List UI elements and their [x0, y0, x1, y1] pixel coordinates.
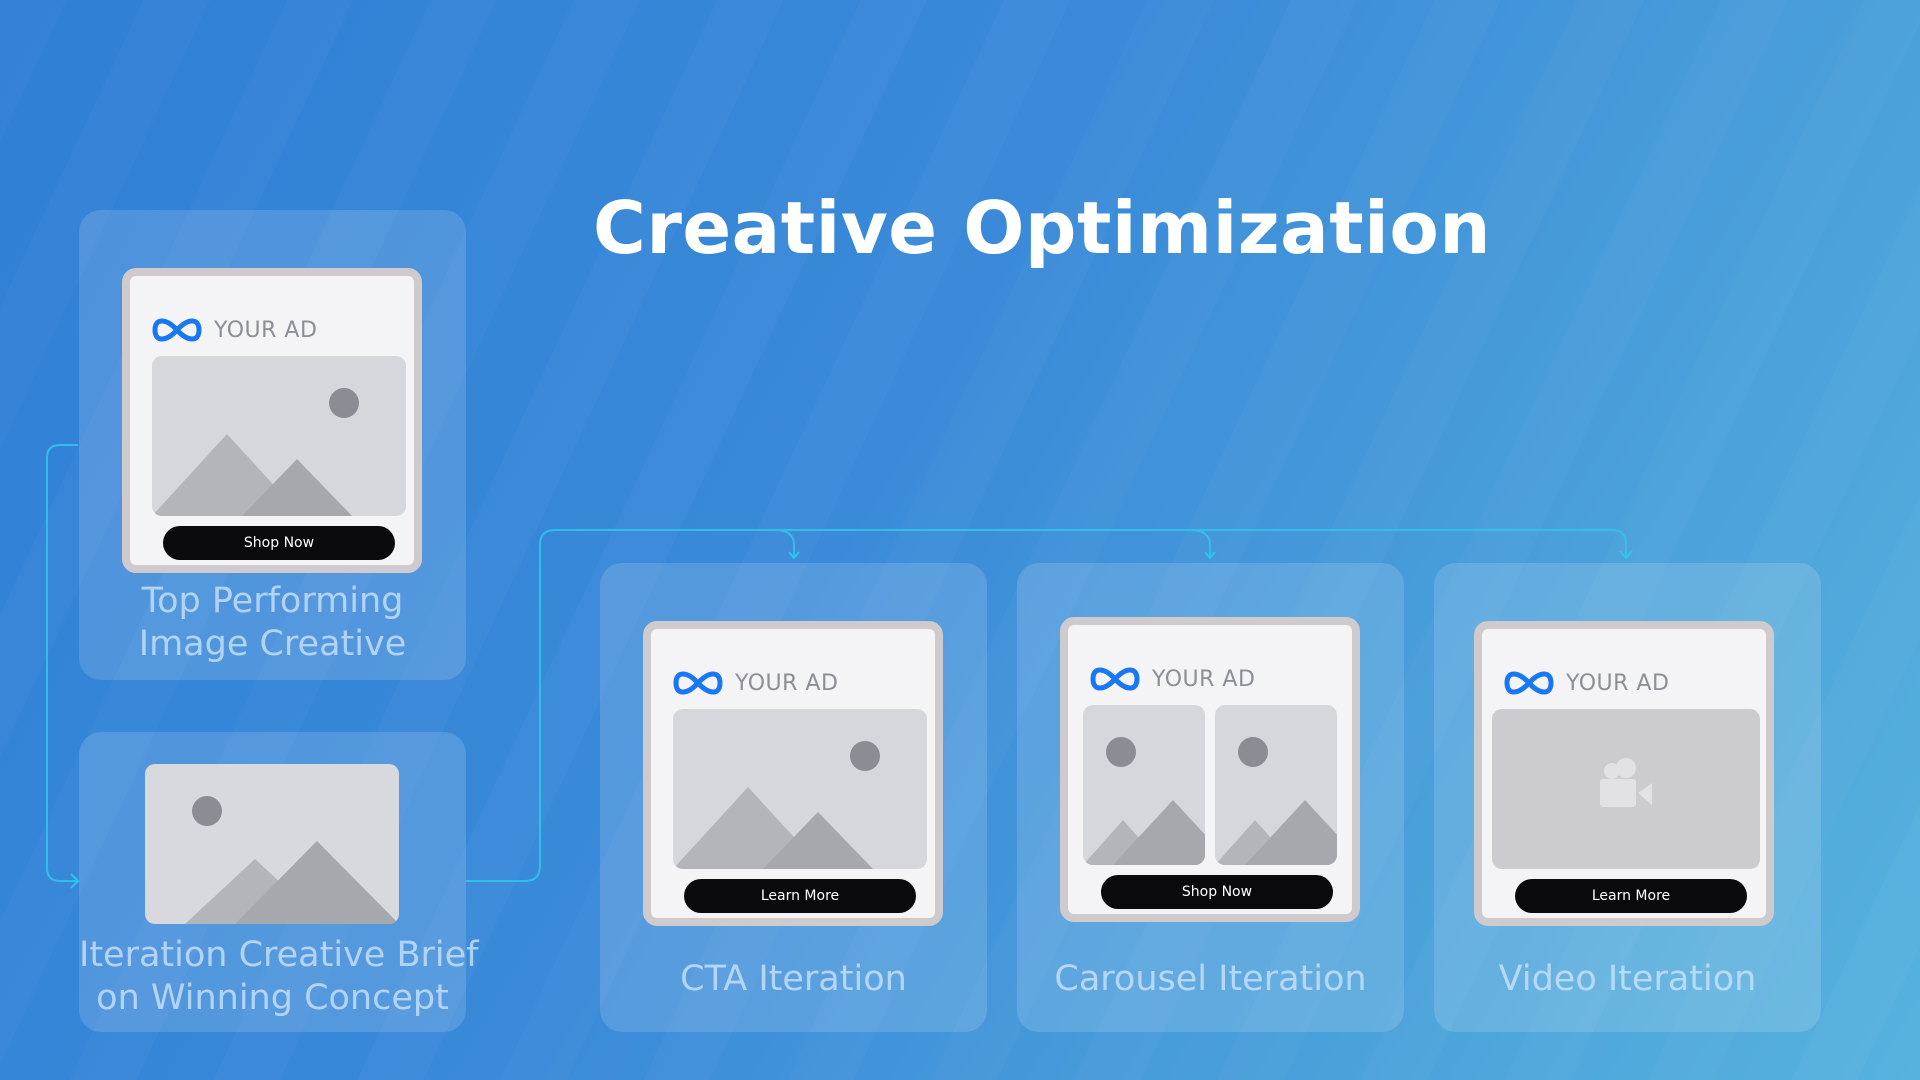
- connector-top-to-brief: [46, 444, 78, 882]
- ad-preview-card: YOUR AD Shop Now: [122, 268, 422, 573]
- arrowhead-video: [1619, 550, 1633, 560]
- caption-line: on Winning Concept: [96, 978, 449, 1018]
- meta-logo-icon: [673, 671, 723, 695]
- ad-header: YOUR AD: [1502, 663, 1669, 703]
- caption-line: Iteration Creative Brief: [79, 935, 479, 975]
- learn-more-button[interactable]: Learn More: [684, 879, 916, 913]
- carousel-iteration-panel: YOUR AD Shop Now Carousel Iteration: [1017, 563, 1404, 1032]
- carousel-image-1-icon: [1083, 705, 1205, 865]
- connector-drop-cta: [774, 529, 795, 556]
- top-creative-panel: YOUR AD Shop Now Top Performing Image Cr…: [79, 210, 466, 680]
- carousel-image-2-icon: [1215, 705, 1337, 865]
- video-camera-icon: [1600, 758, 1652, 807]
- meta-logo-icon: [1504, 671, 1554, 695]
- arrowhead-brief: [70, 873, 80, 889]
- arrowhead-cta: [788, 551, 800, 560]
- ad-header: YOUR AD: [1088, 659, 1255, 699]
- shop-now-button[interactable]: Shop Now: [163, 526, 395, 560]
- cta-iteration-caption: CTA Iteration: [680, 959, 907, 999]
- ad-label: YOUR AD: [1566, 670, 1670, 696]
- video-placeholder: [1492, 709, 1760, 869]
- shop-now-button[interactable]: Shop Now: [1101, 875, 1333, 909]
- learn-more-button[interactable]: Learn More: [1515, 879, 1747, 913]
- arrowhead-carousel: [1204, 551, 1216, 560]
- ad-preview-card: YOUR AD Shop Now: [1060, 617, 1360, 922]
- cta-iteration-panel: YOUR AD Learn More CTA Iteration: [600, 563, 987, 1032]
- meta-logo-icon: [1090, 667, 1140, 691]
- meta-logo-icon: [152, 318, 202, 342]
- carousel-iteration-caption: Carousel Iteration: [1054, 959, 1367, 999]
- video-iteration-caption: Video Iteration: [1498, 959, 1757, 999]
- ad-header: YOUR AD: [671, 663, 838, 703]
- ad-label: YOUR AD: [1152, 666, 1256, 692]
- video-iteration-panel: YOUR AD Learn More Video Iteration: [1434, 563, 1821, 1032]
- ad-label: YOUR AD: [214, 317, 318, 343]
- caption-line: Image Creative: [138, 624, 407, 664]
- caption-line: Top Performing: [141, 581, 404, 621]
- top-creative-caption: Top Performing Image Creative: [79, 580, 466, 666]
- image-placeholder-icon: [145, 764, 399, 924]
- ad-preview-card: YOUR AD Learn More: [1474, 621, 1774, 926]
- ad-preview-card: YOUR AD Learn More: [643, 621, 943, 926]
- connector-drop-carousel: [1189, 529, 1211, 556]
- ad-header: YOUR AD: [150, 310, 317, 350]
- image-placeholder-icon: [152, 356, 406, 516]
- image-placeholder-icon: [673, 709, 927, 869]
- creative-brief-caption: Iteration Creative Brief on Winning Conc…: [79, 934, 479, 1020]
- connector-brief-to-iterations: [466, 529, 1627, 882]
- creative-brief-panel: Iteration Creative Brief on Winning Conc…: [79, 732, 479, 1032]
- page-title: Creative Optimization: [593, 186, 1492, 270]
- ad-label: YOUR AD: [735, 670, 839, 696]
